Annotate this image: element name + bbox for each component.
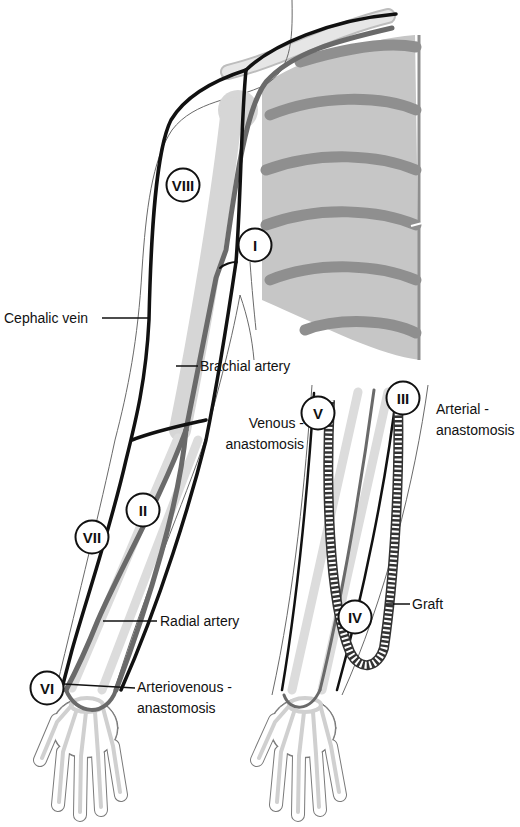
callout-circle: IV (337, 599, 373, 635)
ulna-bone (102, 440, 198, 690)
palmar-arch (284, 690, 320, 707)
part-label: Brachial artery (200, 356, 330, 377)
torso-outline (240, 295, 254, 360)
radial-artery (66, 430, 186, 690)
part-label: Venous - anastomosis (212, 413, 304, 455)
humerus (180, 108, 232, 430)
vein (62, 14, 396, 690)
part-label: Graft (412, 594, 472, 615)
finger-bones (259, 705, 339, 812)
callout-circle: I (237, 227, 273, 263)
graft-hatching (328, 400, 398, 665)
body-outline (56, 0, 428, 695)
finger-bones (42, 705, 120, 812)
rib (266, 212, 416, 225)
forearm-bones (72, 392, 388, 690)
arm-outline (272, 385, 312, 695)
callout-number: I (237, 227, 273, 263)
brachial-artery (186, 28, 392, 430)
rib (270, 267, 416, 280)
callout-number: VIII (165, 167, 201, 203)
part-label: Cephalic vein (4, 308, 114, 329)
part-label: Arterial - anastomosis (436, 399, 520, 441)
sternum-notch (411, 222, 426, 226)
callout-circle: V (300, 395, 336, 431)
artery (66, 28, 392, 710)
callout-number: IV (337, 599, 373, 635)
callout-circle: II (125, 492, 161, 528)
leader-line (102, 317, 150, 319)
nerve-line (250, 262, 256, 330)
callout-circle: VIII (165, 167, 201, 203)
sternum (418, 35, 421, 360)
hand-fill (40, 699, 340, 815)
callout-circle: VI (29, 670, 65, 706)
callout-number: II (125, 492, 161, 528)
callout-circle: III (385, 380, 421, 416)
ulnar-artery (116, 430, 186, 690)
rib (270, 99, 416, 115)
rib (305, 322, 416, 333)
vein-branch (220, 262, 236, 268)
callout-number: VII (74, 519, 110, 555)
callout-number: VI (29, 670, 65, 706)
leader-line (64, 684, 135, 688)
median-cubital-vein (132, 420, 206, 440)
leader-line (386, 603, 410, 605)
subclavian-vein (246, 14, 396, 70)
callout-number: V (300, 395, 336, 431)
callout-circle: VII (74, 519, 110, 555)
part-label: Arteriovenous - anastomosis (137, 677, 249, 719)
palmar-arch (66, 690, 116, 710)
rib (266, 157, 416, 170)
scapula (262, 35, 420, 360)
part-label: Radial artery (160, 611, 280, 632)
ribs (266, 45, 416, 333)
leader-line (103, 620, 157, 622)
callout-number: III (385, 380, 421, 416)
leader-line (64, 318, 410, 688)
leader-line (176, 365, 198, 367)
graft-loop (328, 400, 398, 665)
